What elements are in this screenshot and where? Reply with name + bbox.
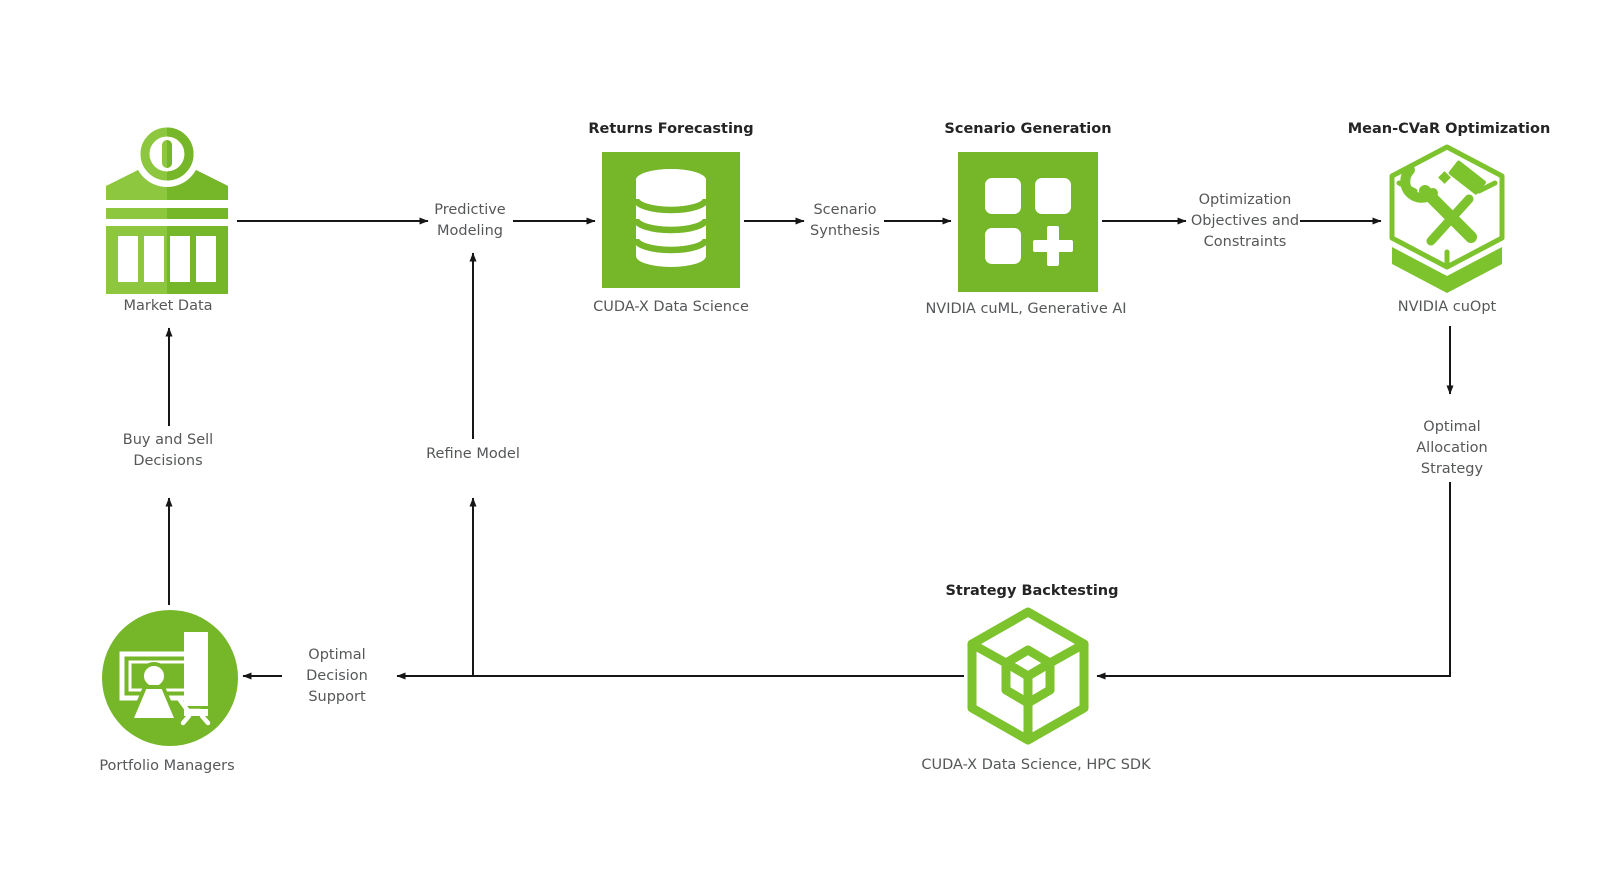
buy-sell-decisions-label: Buy and Sell Decisions [122, 432, 214, 469]
mean-cvar-subtitle: NVIDIA cuOpt [1397, 299, 1497, 315]
scenario-generation-title: Scenario Generation [944, 121, 1112, 137]
scenario-synthesis-label: Scenario Synthesis [810, 202, 880, 239]
optimal-allocation-label: Optimal Allocation Strategy [1416, 419, 1488, 477]
optimal-decision-support-label: Optimal Decision Support [306, 647, 368, 705]
arrow-optimal-allocation-to-backtesting [1096, 482, 1451, 680]
scenario-generation-subtitle: NVIDIA cuML, Generative AI [925, 301, 1127, 317]
cuopt-toolbox-icon [1389, 144, 1505, 293]
predictive-modeling-label: Predictive Modeling [434, 202, 506, 239]
refine-model-label: Refine Model [426, 446, 520, 462]
bank-icon [106, 124, 228, 294]
wireframe-cube-icon [967, 607, 1089, 745]
database-icon [632, 169, 710, 267]
optimization-objectives-label: Optimization Objectives and Constraints [1190, 192, 1300, 250]
mean-cvar-title: Mean-CVaR Optimization [1347, 121, 1551, 137]
presenter-icon [102, 610, 238, 746]
strategy-backtesting-subtitle: CUDA-X Data Science, HPC SDK [921, 757, 1151, 773]
returns-forecasting-block [602, 152, 740, 288]
scenario-generation-block [958, 152, 1098, 292]
grid-plus-icon [985, 178, 1073, 266]
returns-forecasting-subtitle: CUDA-X Data Science [593, 299, 749, 315]
market-data-label: Market Data [123, 298, 213, 314]
returns-forecasting-title: Returns Forecasting [588, 121, 754, 137]
portfolio-managers-label: Portfolio Managers [99, 758, 235, 774]
strategy-backtesting-title: Strategy Backtesting [945, 583, 1119, 599]
